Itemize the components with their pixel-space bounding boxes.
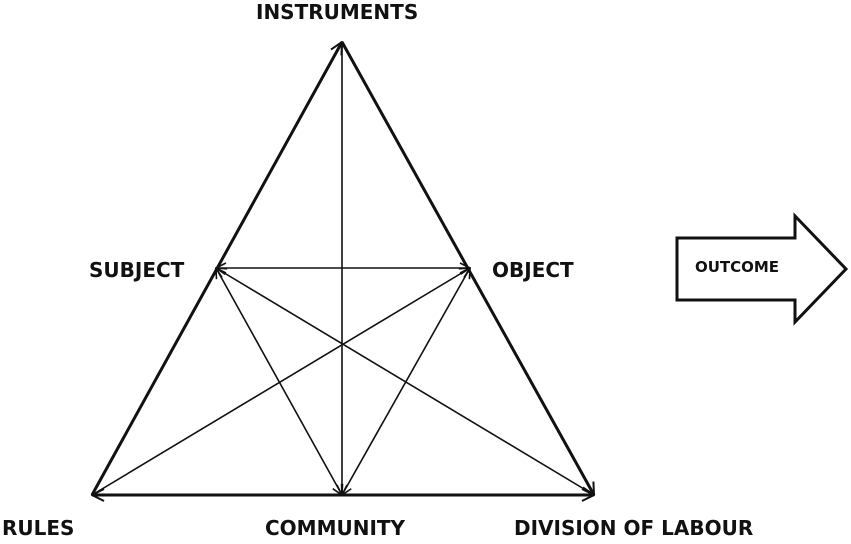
link-subject-community <box>216 268 342 495</box>
node-label-rules: RULES <box>2 516 75 540</box>
node-label-object: OBJECT <box>492 258 574 282</box>
node-label-division-of-labour: DIVISION OF LABOUR <box>514 516 754 540</box>
link-subject-division <box>216 268 594 495</box>
outcome-label: OUTCOME <box>694 258 780 276</box>
node-label-community: COMMUNITY <box>265 516 406 540</box>
node-label-subject: SUBJECT <box>89 258 185 282</box>
node-label-instruments: INSTRUMENTS <box>256 0 419 24</box>
link-object-rules <box>92 268 470 495</box>
outcome-arrow <box>675 212 849 326</box>
